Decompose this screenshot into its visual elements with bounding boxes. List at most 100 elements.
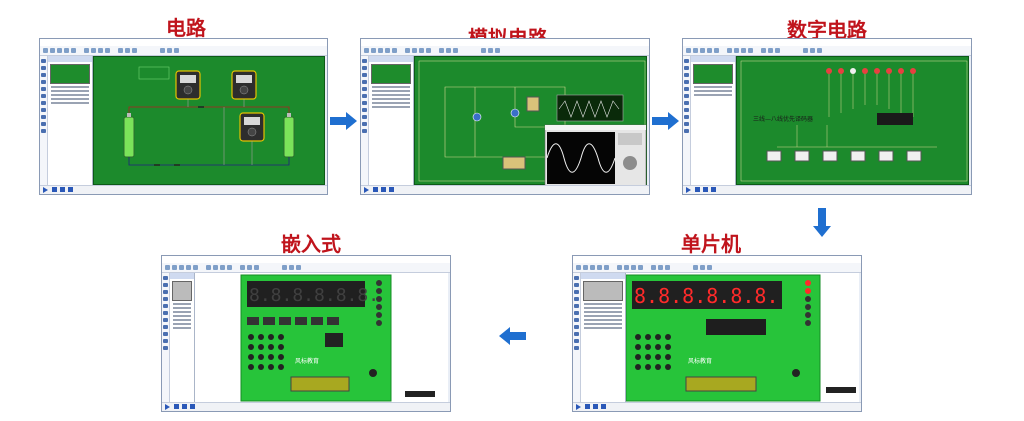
preview-thumbnail: [50, 64, 90, 84]
step-icon[interactable]: [373, 187, 378, 192]
decoder-chip: [877, 113, 913, 125]
stop-icon[interactable]: [190, 404, 195, 409]
status-bar: [361, 185, 649, 194]
window-titlebar: [40, 39, 327, 46]
pause-icon[interactable]: [703, 187, 708, 192]
keypad: [635, 334, 671, 370]
multimeter-icon: [175, 70, 201, 100]
pause-icon[interactable]: [60, 187, 65, 192]
component-panel: [48, 56, 93, 186]
analog-schematic: [418, 60, 647, 187]
window-titlebar: [361, 39, 649, 46]
preview-thumbnail: [693, 64, 733, 84]
meter-icon: [526, 96, 540, 112]
schematic-canvas: [93, 56, 325, 185]
preview-thumbnail: [172, 281, 192, 301]
embedded-board: 8.8.8.8.8.8. 风标教育: [240, 274, 435, 402]
left-tool-strip: [361, 56, 369, 186]
pause-icon[interactable]: [593, 404, 598, 409]
stage-title-mcu: 单片机: [681, 232, 741, 256]
window-titlebar: [162, 256, 450, 263]
status-bar: [573, 402, 861, 411]
play-icon[interactable]: [43, 187, 48, 193]
component-panel: [581, 273, 626, 403]
left-tool-strip: [162, 273, 170, 403]
step-icon[interactable]: [695, 187, 700, 192]
lcd-display: [685, 376, 757, 392]
pause-icon[interactable]: [182, 404, 187, 409]
decoder-annotation: 三线—八线优先译码器: [753, 115, 813, 123]
oscilloscope-small: [556, 94, 624, 122]
keypad: [248, 334, 284, 370]
play-icon[interactable]: [165, 404, 170, 410]
window-titlebar: [573, 256, 861, 263]
window-titlebar: [683, 39, 971, 46]
transistor-icon: [510, 108, 520, 118]
schematic-canvas: 8.8.8.8.8.8. 风标教育: [195, 273, 448, 402]
connector-cable: [826, 387, 856, 393]
stop-icon[interactable]: [68, 187, 73, 192]
left-tool-strip: [573, 273, 581, 403]
battery-icon: [283, 113, 295, 158]
circuit-schematic: [123, 66, 295, 166]
play-icon[interactable]: [364, 187, 369, 193]
arrow-down-icon: [813, 208, 831, 237]
stop-icon[interactable]: [389, 187, 394, 192]
mcu-chip: [706, 319, 766, 335]
component-panel: [170, 273, 195, 403]
status-bar: [162, 402, 450, 411]
led-column: [376, 280, 382, 326]
board-label: 风标教育: [688, 357, 712, 365]
transistor-icon: [472, 112, 482, 122]
stage-title-circuit: 电路: [166, 16, 206, 40]
screenshot-mcu: 8.8.8.8.8.8. 风标教育: [572, 255, 862, 412]
play-icon[interactable]: [576, 404, 581, 410]
oscilloscope-window: [544, 124, 647, 187]
status-bar: [40, 185, 327, 194]
signal-generator-icon: [502, 156, 526, 170]
toolbar: [361, 46, 649, 56]
arrow-left-icon: [499, 327, 526, 345]
pause-icon[interactable]: [381, 187, 386, 192]
schematic-canvas: 三线—八线优先译码器: [736, 56, 969, 185]
arrow-right-icon: [330, 112, 357, 130]
connector-cable: [405, 391, 435, 397]
multimeter-icon: [231, 70, 257, 100]
toolbar: [683, 46, 971, 56]
component-panel: [369, 56, 414, 186]
step-icon[interactable]: [174, 404, 179, 409]
schematic-canvas: [414, 56, 647, 187]
play-icon[interactable]: [686, 187, 691, 193]
seven-segment-display: 8.8.8.8.8.8.: [249, 285, 379, 306]
screenshot-embedded: 8.8.8.8.8.8. 风标教育: [161, 255, 451, 412]
stage-title-embedded: 嵌入式: [281, 232, 341, 256]
led-row: [826, 68, 916, 74]
status-bar: [683, 185, 971, 194]
toolbar: [40, 46, 327, 56]
led-column: [805, 280, 811, 326]
left-tool-strip: [40, 56, 48, 186]
led-row-small: [247, 317, 339, 325]
schematic-canvas: 8.8.8.8.8.8. 风标教育: [625, 273, 859, 402]
buzzer-icon: [792, 369, 800, 377]
multimeter-icon: [239, 112, 265, 142]
board-label: 风标教育: [295, 357, 319, 365]
chip: [325, 333, 343, 347]
step-icon[interactable]: [585, 404, 590, 409]
toolbar: [573, 263, 861, 273]
screenshot-circuit: [39, 38, 328, 195]
preview-thumbnail: [371, 64, 411, 84]
step-icon[interactable]: [52, 187, 57, 192]
stop-icon[interactable]: [711, 187, 716, 192]
battery-icon: [123, 113, 135, 158]
toolbar: [162, 263, 450, 273]
buzzer-icon: [369, 369, 377, 377]
left-tool-strip: [683, 56, 691, 186]
component-panel: [691, 56, 736, 186]
mcu-board: 8.8.8.8.8.8. 风标教育: [625, 274, 856, 402]
preview-thumbnail: [583, 281, 623, 301]
arrow-right-icon: [652, 112, 679, 130]
stop-icon[interactable]: [601, 404, 606, 409]
digital-schematic: 三线—八线优先译码器: [740, 60, 968, 182]
screenshot-analog: [360, 38, 650, 195]
